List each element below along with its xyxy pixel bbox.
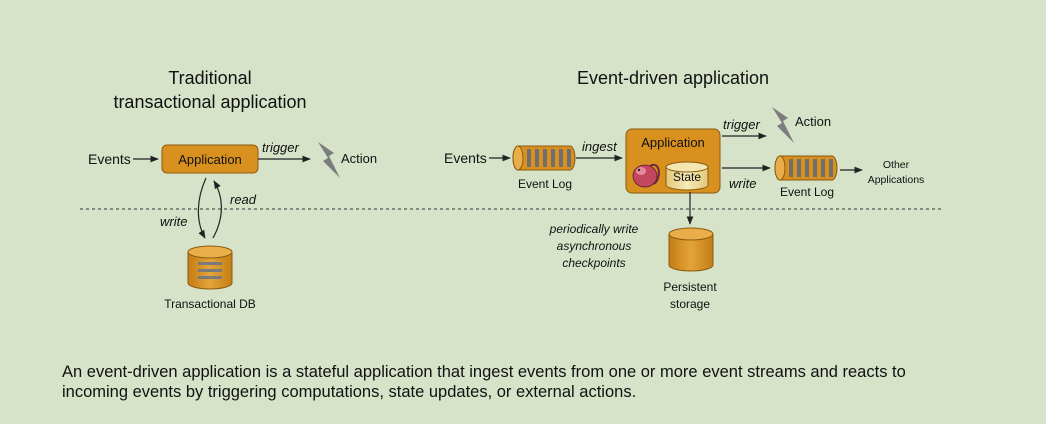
caption-line2: incoming events by triggering computatio…: [62, 383, 637, 401]
left-application-box: Application: [161, 144, 259, 174]
caption-line1: An event-driven application is a statefu…: [62, 363, 906, 381]
right-application-label: Application: [641, 135, 705, 150]
ingest-label: ingest: [582, 139, 618, 154]
left-read-label: read: [230, 192, 257, 207]
event-log-out-label: Event Log: [780, 185, 834, 199]
left-lightning-icon: [318, 142, 340, 178]
left-write-arrow: [197, 177, 207, 239]
storage-label-line2: storage: [670, 297, 710, 311]
left-read-arrow: [212, 180, 222, 239]
right-events-label: Events: [444, 150, 487, 166]
checkpoint-text-line2: asynchronous: [557, 239, 632, 253]
right-write-label: write: [729, 176, 756, 191]
other-apps-line2: Applications: [868, 174, 925, 186]
left-application-label: Application: [178, 152, 242, 167]
state-store-icon: State: [665, 161, 709, 191]
caption: An event-driven application is a statefu…: [62, 362, 1022, 402]
checkpoint-text-line3: checkpoints: [562, 256, 625, 270]
state-label: State: [673, 170, 701, 184]
right-lightning-icon: [772, 107, 794, 143]
right-title: Event-driven application: [577, 68, 769, 88]
event-log-in-icon: [512, 145, 576, 171]
left-title-line2: transactional application: [113, 92, 306, 112]
squirrel-mascot-icon: [632, 163, 660, 188]
event-log-out-icon: [774, 155, 838, 181]
right-trigger-label: trigger: [723, 117, 761, 132]
left-events-label: Events: [88, 151, 131, 167]
event-log-in-label: Event Log: [518, 177, 572, 191]
transactional-db-icon: [187, 245, 233, 290]
other-apps-line1: Other: [883, 159, 910, 171]
checkpoint-text-line1: periodically write: [549, 222, 639, 236]
left-write-label: write: [160, 214, 187, 229]
transactional-db-label: Transactional DB: [164, 297, 256, 311]
right-action-label: Action: [795, 114, 831, 129]
storage-label-line1: Persistent: [663, 280, 717, 294]
persistent-storage-icon: [668, 227, 714, 272]
left-action-label: Action: [341, 151, 377, 166]
left-title-line1: Traditional: [168, 68, 251, 88]
left-trigger-label: trigger: [262, 140, 300, 155]
